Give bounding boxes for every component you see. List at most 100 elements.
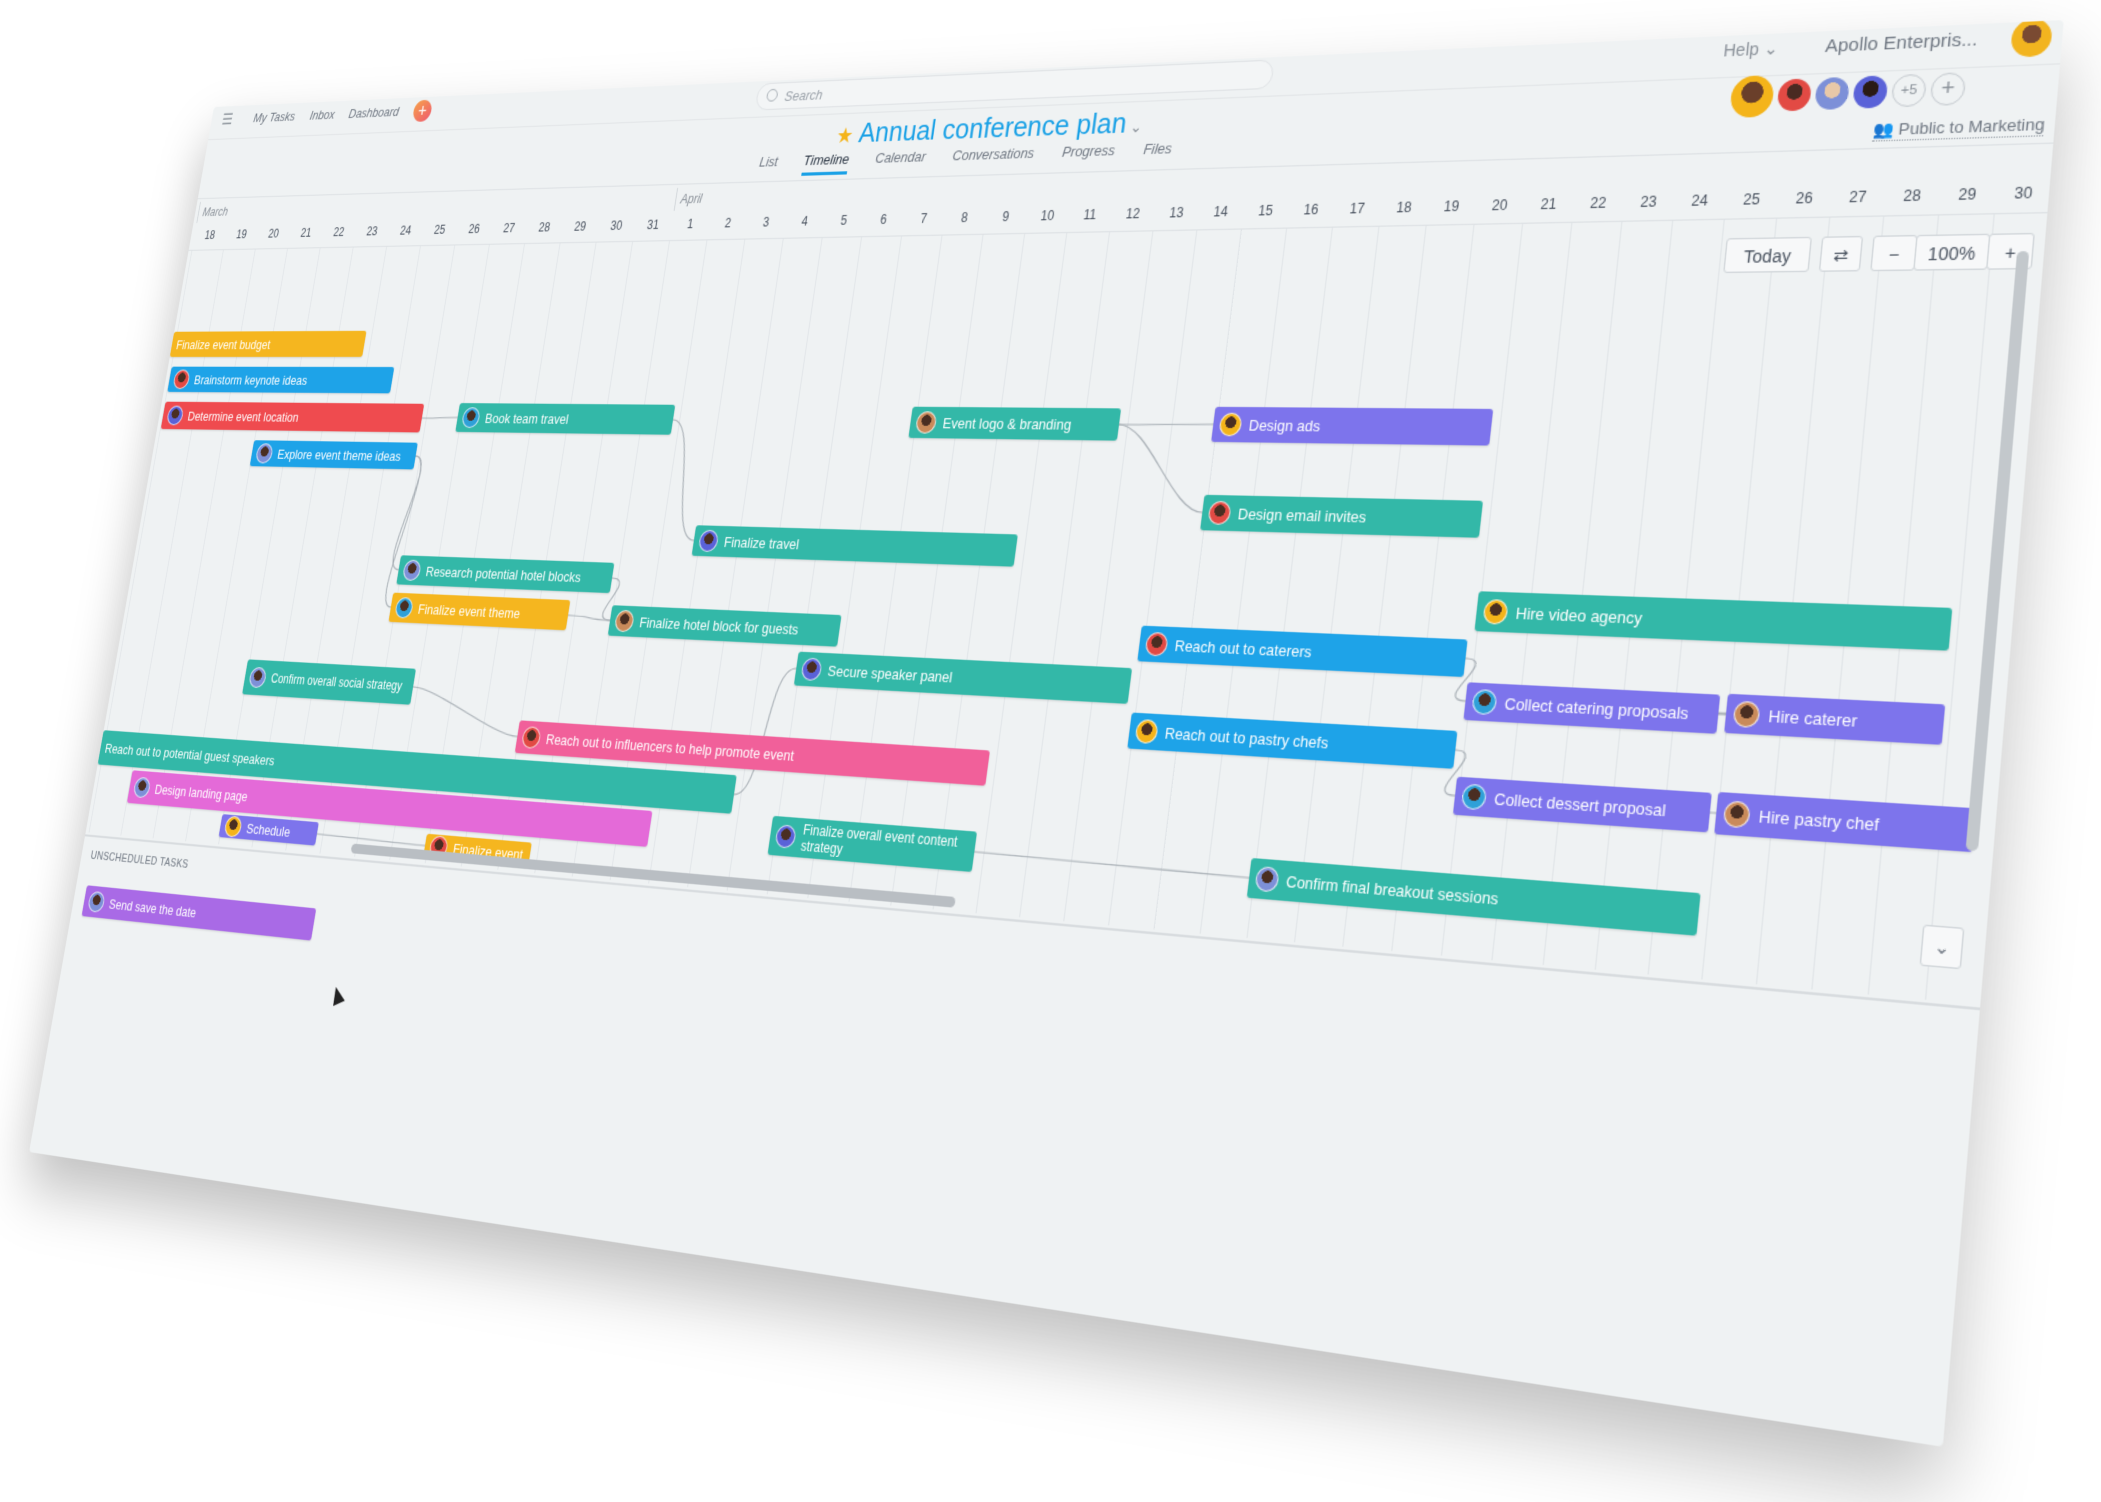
zoom-level: 100% bbox=[1913, 234, 1990, 271]
task-bar[interactable]: Collect dessert proposal bbox=[1453, 777, 1712, 833]
nav-inbox[interactable]: Inbox bbox=[309, 107, 336, 123]
member-avatar[interactable] bbox=[1852, 75, 1888, 109]
day-label: 29 bbox=[1939, 185, 1996, 204]
task-bar[interactable]: Finalize travel bbox=[692, 525, 1018, 566]
assignee-avatar[interactable] bbox=[774, 824, 797, 849]
day-label: 19 bbox=[1427, 198, 1477, 216]
day-gridline bbox=[1019, 231, 1110, 917]
day-label: 19 bbox=[225, 227, 259, 241]
task-bar[interactable]: Secure speaker panel bbox=[794, 652, 1132, 704]
assignee-avatar[interactable] bbox=[1218, 413, 1243, 437]
more-members-button[interactable]: +5 bbox=[1891, 74, 1928, 108]
task-bar[interactable]: Reach out to pastry chefs bbox=[1127, 713, 1457, 769]
task-bar[interactable]: Explore event theme ideas bbox=[250, 440, 418, 469]
task-bar[interactable]: Confirm final breakout sessions bbox=[1247, 858, 1701, 936]
assignee-avatar[interactable] bbox=[166, 406, 184, 426]
day-gridline bbox=[1491, 222, 1572, 961]
task-name: Brainstorm keynote ideas bbox=[193, 372, 309, 387]
day-label: 6 bbox=[862, 211, 904, 227]
privacy-setting[interactable]: 👥 Public to Marketing bbox=[1872, 115, 2045, 142]
assignee-avatar[interactable] bbox=[223, 816, 242, 838]
day-label: 10 bbox=[1025, 207, 1069, 224]
tab-calendar[interactable]: Calendar bbox=[873, 148, 927, 173]
assignee-avatar[interactable] bbox=[1144, 632, 1168, 657]
task-bar[interactable]: Design email invites bbox=[1200, 495, 1483, 538]
assignee-avatar[interactable] bbox=[698, 530, 720, 552]
task-bar[interactable]: Finalize overall event content strategy bbox=[768, 816, 978, 872]
collapse-chevron-icon[interactable]: ⌄ bbox=[1920, 924, 1965, 969]
add-member-button[interactable]: + bbox=[1929, 72, 1966, 106]
task-bar[interactable]: Send save the date bbox=[82, 885, 317, 940]
day-gridline bbox=[848, 235, 942, 902]
task-name: Hire pastry chef bbox=[1758, 806, 1880, 834]
assignee-avatar[interactable] bbox=[248, 667, 267, 688]
day-label: 9 bbox=[984, 208, 1028, 224]
assignee-avatar[interactable] bbox=[1207, 501, 1232, 525]
task-bar[interactable]: Book team travel bbox=[455, 403, 675, 435]
assignee-avatar[interactable] bbox=[402, 560, 422, 581]
mouse-cursor-icon bbox=[330, 984, 345, 1006]
task-bar[interactable]: Hire video agency bbox=[1474, 591, 1952, 650]
task-bar[interactable]: Hire pastry chef bbox=[1714, 792, 1976, 852]
task-bar[interactable]: Confirm overall social strategy bbox=[242, 659, 416, 704]
day-gridline bbox=[890, 234, 983, 906]
zoom-out-button[interactable]: − bbox=[1870, 235, 1918, 271]
assignee-avatar[interactable] bbox=[133, 777, 152, 799]
task-bar[interactable]: Brainstorm keynote ideas bbox=[167, 367, 394, 394]
assignee-avatar[interactable] bbox=[800, 658, 822, 682]
today-button[interactable]: Today bbox=[1723, 237, 1812, 273]
task-bar[interactable]: Finalize event budget bbox=[170, 331, 367, 357]
day-gridline bbox=[1108, 229, 1197, 925]
assignee-avatar[interactable] bbox=[521, 726, 542, 749]
assignee-avatar[interactable] bbox=[1134, 719, 1159, 744]
nav-my-tasks[interactable]: My Tasks bbox=[252, 109, 296, 125]
assignee-avatar[interactable] bbox=[87, 891, 106, 913]
help-menu[interactable]: Help ⌄ bbox=[1722, 38, 1779, 61]
assignee-avatar[interactable] bbox=[1461, 783, 1488, 810]
task-bar[interactable]: Collect catering proposals bbox=[1463, 682, 1720, 734]
task-bar[interactable]: Determine event location bbox=[161, 402, 424, 433]
day-label: 22 bbox=[1572, 194, 1624, 212]
member-avatar[interactable] bbox=[1814, 77, 1850, 110]
assignee-avatar[interactable] bbox=[1471, 689, 1498, 715]
star-icon[interactable]: ★ bbox=[835, 124, 855, 148]
task-name: Research potential hotel blocks bbox=[425, 563, 582, 585]
day-label: 24 bbox=[388, 223, 424, 238]
tab-conversations[interactable]: Conversations bbox=[951, 145, 1036, 172]
assignee-avatar[interactable] bbox=[255, 443, 274, 463]
task-name: Finalize overall event content strategy bbox=[800, 822, 977, 869]
assignee-avatar[interactable] bbox=[1732, 701, 1760, 729]
assignee-avatar[interactable] bbox=[172, 370, 190, 390]
assignee-avatar[interactable] bbox=[915, 411, 938, 434]
task-bar[interactable]: Event logo & branding bbox=[908, 407, 1121, 441]
task-bar[interactable]: Design ads bbox=[1211, 407, 1493, 446]
task-bar[interactable]: Schedule bbox=[219, 814, 319, 846]
filter-swap-icon[interactable]: ⇄ bbox=[1819, 236, 1863, 272]
chevron-down-icon[interactable]: ⌄ bbox=[1129, 117, 1143, 135]
nav-dashboard[interactable]: Dashboard bbox=[348, 104, 401, 121]
month-separator bbox=[196, 202, 200, 223]
task-bar[interactable]: Research potential hotel blocks bbox=[396, 555, 614, 593]
assignee-avatar[interactable] bbox=[614, 610, 635, 633]
tab-files[interactable]: Files bbox=[1141, 140, 1173, 166]
assignee-avatar[interactable] bbox=[394, 597, 414, 619]
task-bar[interactable]: Finalize event theme bbox=[388, 593, 570, 631]
tab-list[interactable]: List bbox=[757, 153, 779, 177]
assignee-avatar[interactable] bbox=[1254, 866, 1279, 893]
assignee-avatar[interactable] bbox=[1482, 599, 1508, 625]
vertical-scrollbar[interactable] bbox=[1966, 251, 2030, 851]
assignee-avatar[interactable] bbox=[1723, 800, 1751, 828]
task-bar[interactable]: Hire caterer bbox=[1724, 694, 1945, 745]
task-name: Hire video agency bbox=[1515, 603, 1644, 627]
member-avatar[interactable] bbox=[1729, 75, 1775, 118]
task-name: Confirm overall social strategy bbox=[270, 671, 403, 693]
tab-progress[interactable]: Progress bbox=[1060, 142, 1116, 168]
assignee-avatar[interactable] bbox=[461, 407, 481, 428]
hamburger-menu-icon[interactable]: ☰ bbox=[221, 114, 235, 128]
tab-timeline[interactable]: Timeline bbox=[801, 151, 850, 176]
day-gridline bbox=[1153, 228, 1242, 929]
day-gridline bbox=[1543, 221, 1623, 965]
member-avatar[interactable] bbox=[1777, 78, 1813, 111]
task-name: Collect dessert proposal bbox=[1493, 789, 1667, 820]
task-name: Finalize hotel block for guests bbox=[638, 614, 799, 638]
